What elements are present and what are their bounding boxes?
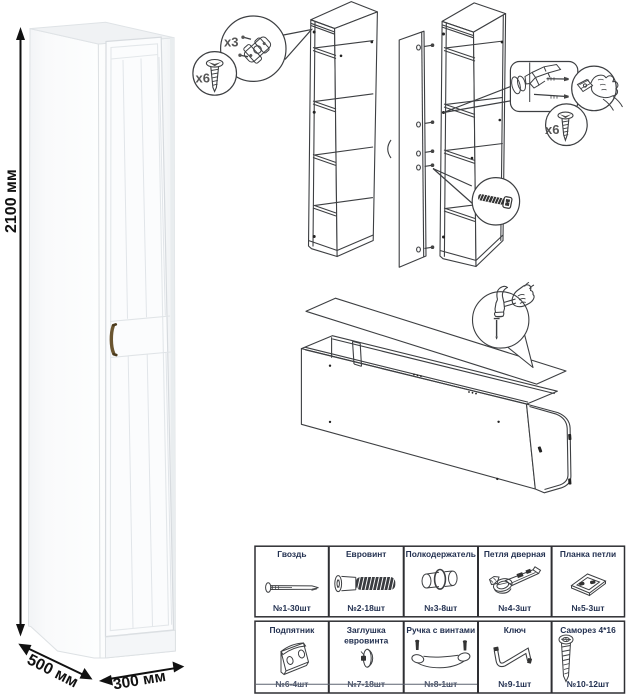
svg-text:№5-3шт: №5-3шт bbox=[571, 603, 604, 613]
svg-text:Полкодержатель: Полкодержатель bbox=[406, 549, 476, 559]
svg-text:Петля дверная: Петля дверная bbox=[484, 549, 546, 559]
svg-text:2100 мм: 2100 мм bbox=[3, 169, 20, 233]
svg-text:Заглушка: Заглушка bbox=[347, 625, 386, 635]
svg-text:№2-18шт: №2-18шт bbox=[347, 603, 385, 613]
svg-text:Ручка с винтами: Ручка с винтами bbox=[406, 625, 475, 635]
svg-text:№4-3шт: №4-3шт bbox=[498, 603, 531, 613]
svg-text:евровинта: евровинта bbox=[344, 636, 388, 646]
svg-text:№1-30шт: №1-30шт bbox=[273, 603, 311, 613]
svg-text:Ключ: Ключ bbox=[504, 625, 526, 635]
svg-text:x3: x3 bbox=[224, 35, 238, 50]
svg-text:x6: x6 bbox=[545, 122, 559, 137]
svg-text:Планка петли: Планка петли bbox=[560, 549, 616, 559]
svg-text:№9-1шт: №9-1шт bbox=[498, 679, 531, 689]
svg-text:№10-12шт: №10-12шт bbox=[567, 679, 609, 689]
svg-text:№3-8шт: №3-8шт bbox=[424, 603, 457, 613]
svg-text:Подпятник: Подпятник bbox=[270, 625, 316, 635]
svg-text:Саморез 4*16: Саморез 4*16 bbox=[560, 625, 616, 635]
svg-text:Гвоздь: Гвоздь bbox=[277, 549, 306, 559]
svg-text:Евровинт: Евровинт bbox=[346, 549, 386, 559]
svg-text:x6: x6 bbox=[196, 71, 210, 86]
